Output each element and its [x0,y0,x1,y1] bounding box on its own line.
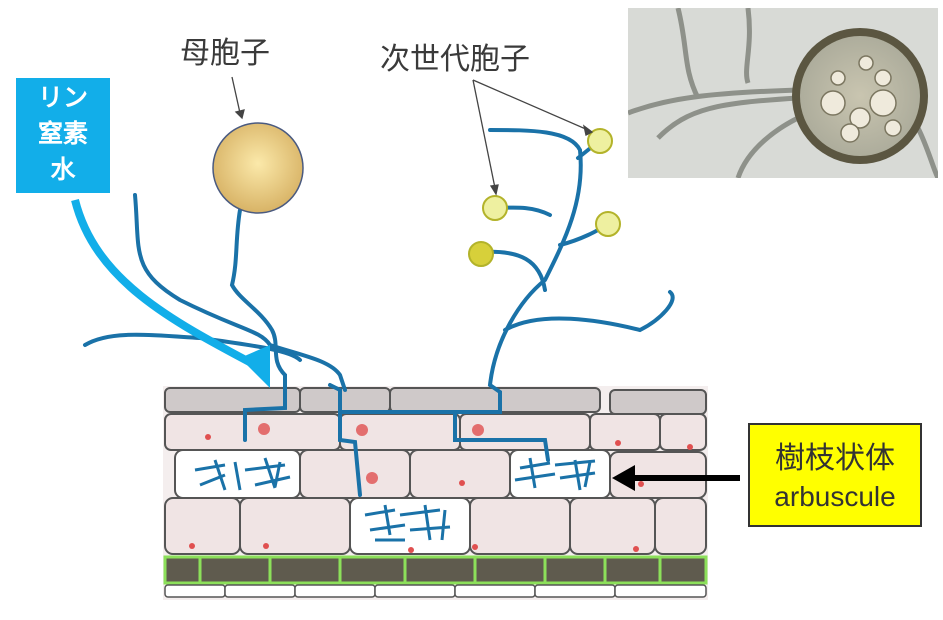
arbuscule-label-ja: 樹枝状体 [775,441,895,476]
arbuscule-label-en: arbuscule [774,481,896,512]
label-arrows [231,76,594,196]
arbuscule-label-box: 樹枝状体 arbuscule [748,423,922,527]
nutrient-arrowhead-icon [240,345,270,388]
next-gen-spores-label: 次世代胞子 [380,42,530,77]
hyphae [83,128,675,497]
mother-spore [212,122,304,214]
nuclei [189,423,693,553]
spore-micrograph [628,8,938,178]
nutrient-flow-arrow [71,199,257,369]
arbuscules [194,457,596,542]
nutrients-label-box: リン 窒素 水 [16,78,110,193]
next-gen-spores [468,128,621,267]
nutrient-nitrogen: 窒素 [37,119,88,148]
root-tissue [163,386,708,600]
arrowhead-icon [612,465,635,491]
nutrient-water: 水 [50,155,76,184]
nutrient-phosphorus: リン [37,83,88,112]
mother-spore-label: 母胞子 [180,36,270,71]
